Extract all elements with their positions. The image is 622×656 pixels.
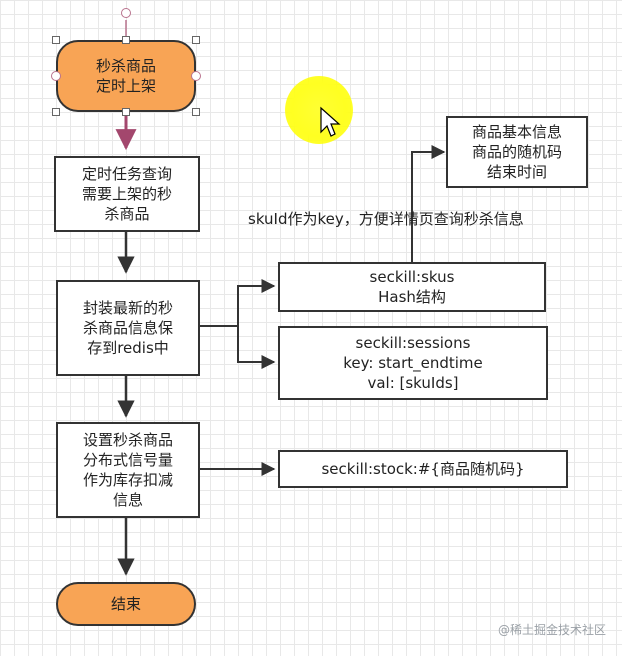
arrow-cache-to-sessions bbox=[237, 326, 276, 369]
skus-node-label: seckill:skus Hash结构 bbox=[369, 268, 455, 306]
sku-info-node[interactable]: 商品基本信息 商品的随机码 结束时间 bbox=[446, 116, 588, 188]
rotate-handle[interactable] bbox=[121, 8, 131, 18]
start-node-label: 秒杀商品 定时上架 bbox=[95, 57, 156, 95]
query-node[interactable]: 定时任务查询 需要上架的秒 杀商品 bbox=[54, 156, 200, 232]
resize-handle-left[interactable] bbox=[51, 71, 61, 81]
query-node-label: 定时任务查询 需要上架的秒 杀商品 bbox=[81, 165, 172, 223]
start-node[interactable]: 秒杀商品 定时上架 bbox=[56, 40, 196, 112]
resize-handle-top-right[interactable] bbox=[192, 36, 200, 44]
end-node-label: 结束 bbox=[110, 595, 141, 613]
stock-node[interactable]: seckill:stock:#{商品随机码} bbox=[278, 450, 568, 488]
stock-node-label: seckill:stock:#{商品随机码} bbox=[321, 460, 525, 478]
resize-handle-bottom[interactable] bbox=[122, 108, 130, 116]
skuid-annotation: skuId作为key，方便详情页查询秒杀信息 bbox=[248, 210, 524, 228]
semaphore-node[interactable]: 设置秒杀商品 分布式信号量 作为库存扣减 信息 bbox=[56, 422, 200, 518]
arrow-skus-to-skuinfo bbox=[411, 145, 446, 262]
skus-node[interactable]: seckill:skus Hash结构 bbox=[278, 262, 546, 312]
resize-handle-top[interactable] bbox=[122, 36, 130, 44]
semaphore-node-label: 设置秒杀商品 分布式信号量 作为库存扣减 信息 bbox=[82, 431, 173, 509]
sessions-node[interactable]: seckill:sessions key: start_endtime val:… bbox=[278, 326, 548, 400]
cursor-highlight bbox=[285, 76, 353, 144]
arrow-cache-to-skus bbox=[200, 279, 276, 327]
cache-node[interactable]: 封装最新的秒 杀商品信息保 存到redis中 bbox=[56, 280, 200, 376]
sku-info-node-label: 商品基本信息 商品的随机码 结束时间 bbox=[471, 123, 562, 181]
end-node[interactable]: 结束 bbox=[56, 582, 196, 626]
watermark: @稀土掘金技术社区 bbox=[497, 623, 606, 637]
cache-node-label: 封装最新的秒 杀商品信息保 存到redis中 bbox=[82, 299, 173, 357]
resize-handle-right[interactable] bbox=[191, 71, 201, 81]
resize-handle-bottom-right[interactable] bbox=[192, 108, 200, 116]
resize-handle-bottom-left[interactable] bbox=[52, 108, 60, 116]
resize-handle-top-left[interactable] bbox=[52, 36, 60, 44]
sessions-node-label: seckill:sessions key: start_endtime val:… bbox=[343, 334, 483, 392]
